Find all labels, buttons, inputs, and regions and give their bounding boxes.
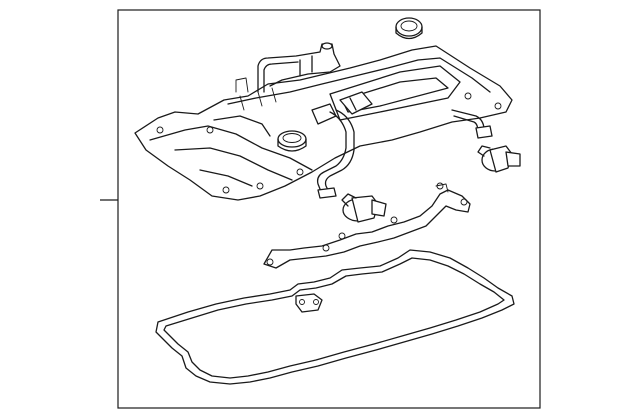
breather-hose-upper-icon	[257, 42, 341, 93]
breather-hose-lower-icon	[311, 91, 373, 199]
breather-hose-right-icon	[451, 109, 493, 139]
valve-cover-icon	[134, 45, 513, 201]
wire-harness-bracket-icon	[263, 182, 471, 269]
oil-filler-cap-icon	[395, 17, 423, 40]
vvt-solenoid-right-icon	[477, 145, 521, 173]
vvt-solenoid-left-icon	[341, 193, 387, 223]
valve-cover-gasket-icon	[155, 249, 515, 385]
diagram-frame	[117, 9, 541, 409]
